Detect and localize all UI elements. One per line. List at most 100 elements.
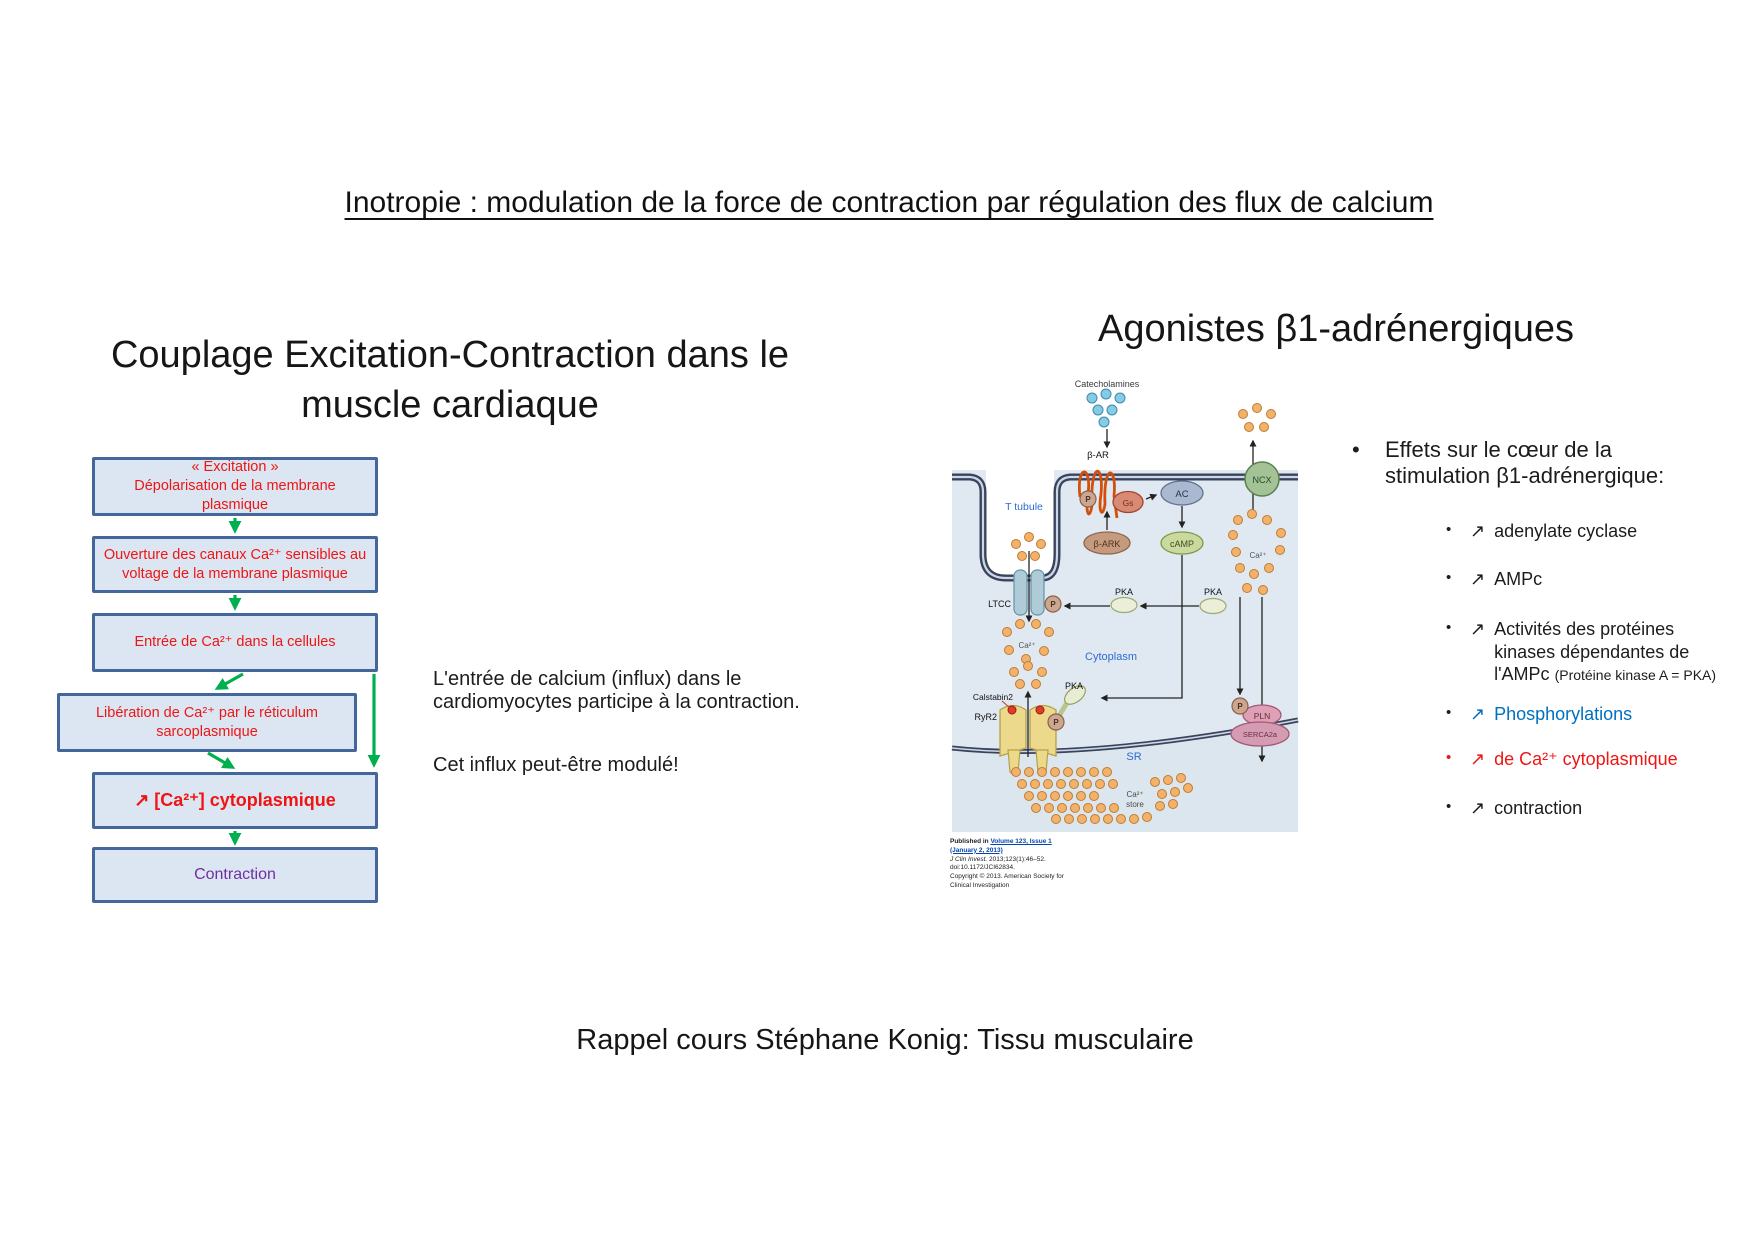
slide-title: Inotropie : modulation de la force de co… — [344, 186, 1434, 219]
up-arrow-icon: ↗ — [1470, 749, 1486, 769]
bullet-ca-cytoplasmique: • ↗ de Ca²⁺ cytoplasmique — [1446, 748, 1731, 771]
t-tubule-label: T tubule — [1005, 501, 1043, 513]
gs-label: Gs — [1123, 498, 1134, 508]
ca-store-dots — [1011, 767, 1193, 824]
t-tubule-lumen — [986, 470, 1054, 575]
bark-label: β-ARK — [1094, 539, 1121, 549]
arrow-box4-box5 — [207, 751, 236, 769]
ca-store-label-line2: store — [1126, 800, 1144, 809]
citation-doi: doi:10.1172/JCI62834. — [950, 864, 1015, 872]
flowchart-box-liberation-ca: Libération de Ca²⁺ par le réticulum sarc… — [57, 693, 357, 752]
citation-journal: J Clin Invest. 2013;123(1):46–52. — [950, 856, 1072, 865]
bullet-label: AMPc — [1494, 569, 1543, 589]
note-module: Cet influx peut-être modulé! — [433, 754, 679, 776]
pka-left-label: PKA — [1115, 587, 1133, 597]
ca-dots-tubule — [1011, 532, 1046, 561]
ca-label: Ca²⁺ — [1018, 641, 1035, 650]
footer-caption: Rappel cours Stéphane Konig: Tissu muscu… — [576, 1024, 1194, 1056]
bullet-marker: • — [1446, 798, 1452, 815]
ac-enzyme — [1160, 480, 1204, 506]
bullet-label: contraction — [1494, 798, 1583, 818]
ca-dots-below-ltcc — [1002, 619, 1054, 664]
bullet-contraction: • ↗ contraction — [1446, 797, 1731, 820]
ca-dots-above-ncx — [1238, 403, 1276, 432]
camp-molecule — [1160, 531, 1204, 555]
ca-label: Ca²⁺ — [1249, 551, 1266, 560]
pka-left — [1110, 596, 1138, 614]
flowchart-box-ouverture-canaux: Ouverture des canaux Ca²⁺ sensibles au v… — [92, 536, 378, 593]
cytoplasm-label: Cytoplasm — [1085, 651, 1137, 663]
bullet-adenylate-cyclase: • ↗ adenylate cyclase — [1446, 520, 1731, 543]
calstabin2-pointer — [1001, 700, 1011, 709]
catecholamines-label: Catecholamines — [1075, 379, 1140, 389]
bullet-marker: • — [1446, 569, 1452, 586]
citation-copyright: Copyright © 2013. American Society for C… — [950, 873, 1064, 889]
bullet-ampc: • ↗ AMPc — [1446, 568, 1731, 591]
ltcc-channel — [1013, 569, 1045, 616]
arrow-box3-box4 — [214, 672, 244, 690]
pka-ryr2-label: PKA — [1065, 681, 1083, 691]
flowchart-box-excitation: « Excitation » Dépolarisation de la memb… — [92, 457, 378, 516]
arrow-gs-ac — [1145, 493, 1158, 501]
calstabin2-dot — [1035, 705, 1045, 715]
up-arrow-icon: ↗ — [1470, 704, 1486, 724]
pka-right — [1199, 597, 1227, 615]
ncx-exchanger — [1244, 461, 1280, 497]
bullet-label: Activités des protéines kinases dépendan… — [1494, 618, 1731, 686]
figure-citation: Published in Volume 123, Issue 1 (Januar… — [950, 838, 1072, 891]
arrow-camp-ryr2pka — [1100, 555, 1183, 702]
bullet-phosphorylations: • ↗ Phosphorylations — [1446, 703, 1731, 726]
ca-store-label-line1: Ca²⁺ — [1126, 790, 1143, 799]
calstabin2-label: Calstabin2 — [973, 692, 1013, 702]
bullet-kinases: • ↗ Activités des protéines kinases dépe… — [1446, 618, 1731, 686]
bullet-marker: • — [1446, 521, 1452, 538]
ltcc-label: LTCC — [988, 599, 1011, 609]
bullet-marker: • — [1352, 437, 1360, 462]
bullet-marker: • — [1446, 619, 1452, 636]
catecholamine-dots — [1086, 388, 1126, 428]
camp-label: cAMP — [1170, 539, 1194, 549]
citation-published-prefix: Published in — [950, 838, 991, 845]
up-arrow-icon: ↗ — [1470, 798, 1486, 818]
serca2a-label: SERCA2a — [1243, 730, 1278, 739]
jci-pathway-figure: Catecholamines β-AR T tubule P Gs AC β-A… — [951, 379, 1299, 832]
sr-label: SR — [1126, 751, 1141, 763]
p-label: P — [1237, 702, 1243, 711]
right-section-heading: Agonistes β1-adrénergiques — [1097, 308, 1575, 350]
flowchart-box-entree-ca: Entrée de Ca²⁺ dans la cellules — [92, 613, 378, 672]
bullet-label-main: Activités des protéines kinases dépendan… — [1494, 619, 1690, 684]
gs-protein — [1112, 490, 1144, 514]
pka-right-label: PKA — [1204, 587, 1222, 597]
ryr2-label: RyR2 — [974, 712, 997, 722]
ncx-label: NCX — [1252, 475, 1271, 485]
up-arrow-icon: ↗ — [1470, 569, 1486, 589]
up-arrow-icon: ↗ — [1470, 521, 1486, 541]
note-influx: L'entrée de calcium (influx) dans le car… — [433, 668, 800, 714]
flowchart-box-ca-cytoplasmique: ↗ [Ca²⁺] cytoplasmique — [92, 772, 378, 829]
ca-dots-above-ryr2 — [1009, 661, 1047, 689]
serca2a-pump — [1230, 721, 1290, 747]
citation-journal-rest: 2013;123(1):46–52. — [987, 855, 1046, 863]
citation-volume-link[interactable]: Volume 123, Issue 1 (January 2, 2013) — [950, 838, 1052, 854]
bullet-marker: • — [1446, 749, 1452, 766]
bullet-effets-text: Effets sur le cœur de la stimulation β1-… — [1385, 437, 1665, 488]
p-label: P — [1050, 600, 1056, 609]
bullet-label: de Ca²⁺ cytoplasmique — [1494, 749, 1678, 769]
bullet-label-small: (Protéine kinase A = PKA) — [1554, 667, 1717, 683]
bullet-label: adenylate cyclase — [1494, 521, 1638, 541]
p-label: P — [1085, 495, 1091, 504]
pln-label: PLN — [1254, 711, 1271, 721]
pka-on-ryr2 — [1056, 685, 1086, 718]
beta-ar-label: β-AR — [1087, 450, 1109, 461]
bullet-marker: • — [1446, 704, 1452, 721]
flowchart-arrows — [207, 518, 381, 846]
flowchart-box-contraction: Contraction — [92, 847, 378, 903]
up-arrow-icon: ↗ — [1470, 619, 1486, 639]
citation-journal-name: J Clin Invest. — [950, 855, 988, 863]
bark-kinase — [1083, 531, 1131, 555]
bullet-label: Phosphorylations — [1494, 704, 1633, 724]
ca-dots-below-ncx — [1228, 509, 1286, 595]
p-label: P — [1053, 718, 1059, 727]
phosphate-circles — [1044, 490, 1249, 731]
